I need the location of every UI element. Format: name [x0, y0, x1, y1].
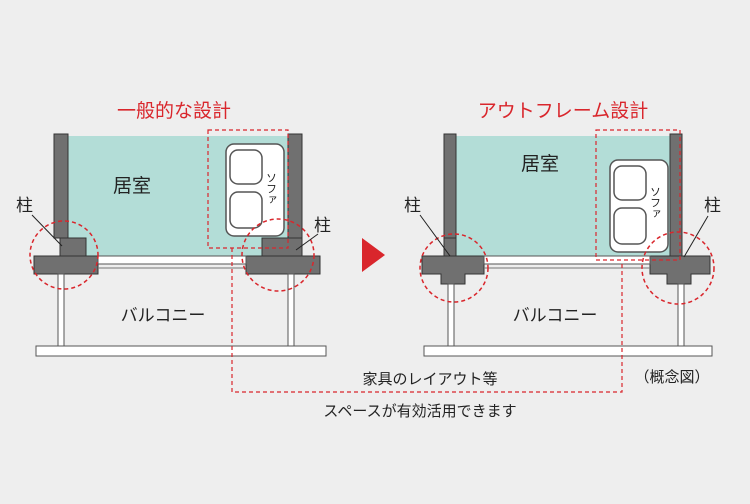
pillar-leader-left: [31, 214, 63, 247]
outframe-design-title: アウトフレーム設計: [478, 100, 648, 122]
balcony-slab: [423, 345, 713, 357]
transition-arrow-icon: [362, 238, 385, 272]
right-wall: [287, 133, 303, 239]
pillar-label-left: 柱: [16, 196, 33, 216]
balcony-support-right: [287, 273, 295, 347]
outframe-design-panel: アウトフレーム設計 居室 バルコニー ソファ 柱: [404, 100, 721, 357]
pillar-label-right: 柱: [704, 196, 721, 216]
room-label: 居室: [521, 153, 559, 175]
room-label: 居室: [113, 175, 151, 197]
right-pillar-highlight: [641, 231, 715, 305]
balcony-support-left: [447, 283, 455, 347]
sofa-label: ソファ: [265, 172, 278, 205]
pillar-label-left: 柱: [404, 196, 421, 216]
right-pillar-highlight: [241, 218, 315, 292]
furniture-area-outline: [595, 129, 681, 261]
note-line-1: 家具のレイアウト等: [362, 370, 497, 388]
balcony-support-right: [677, 283, 685, 347]
window-sash: [97, 255, 247, 265]
sofa-label: ソファ: [649, 186, 662, 219]
furniture-space-connector: [231, 248, 623, 393]
pillar-leader-right: [683, 215, 709, 258]
left-pillar-highlight: [29, 220, 99, 290]
note-line-2: スペースが有効活用できます: [323, 402, 516, 420]
pillar-leader-right: [295, 233, 319, 251]
left-pillar: [33, 237, 99, 275]
sofa-icon: [225, 143, 285, 237]
balcony-slab: [35, 345, 327, 357]
window-sash: [483, 255, 651, 265]
right-pillar: [649, 255, 711, 285]
pillar-leader-left: [419, 214, 451, 257]
left-wall: [53, 133, 69, 239]
pillar-label-right: 柱: [314, 216, 331, 236]
balcony-support-left: [57, 273, 65, 347]
standard-design-title: 一般的な設計: [117, 100, 231, 122]
balcony-label: バルコニー: [513, 306, 598, 326]
left-wall: [443, 133, 457, 239]
furniture-area-outline: [207, 129, 289, 249]
standard-design-panel: 一般的な設計 居室 バルコニー ソファ 柱 柱: [16, 100, 331, 357]
sofa-icon: [609, 159, 669, 253]
left-pillar-highlight: [419, 233, 489, 303]
diagram-caption: （概念図）: [634, 368, 709, 386]
balcony-label: バルコニー: [121, 306, 206, 326]
